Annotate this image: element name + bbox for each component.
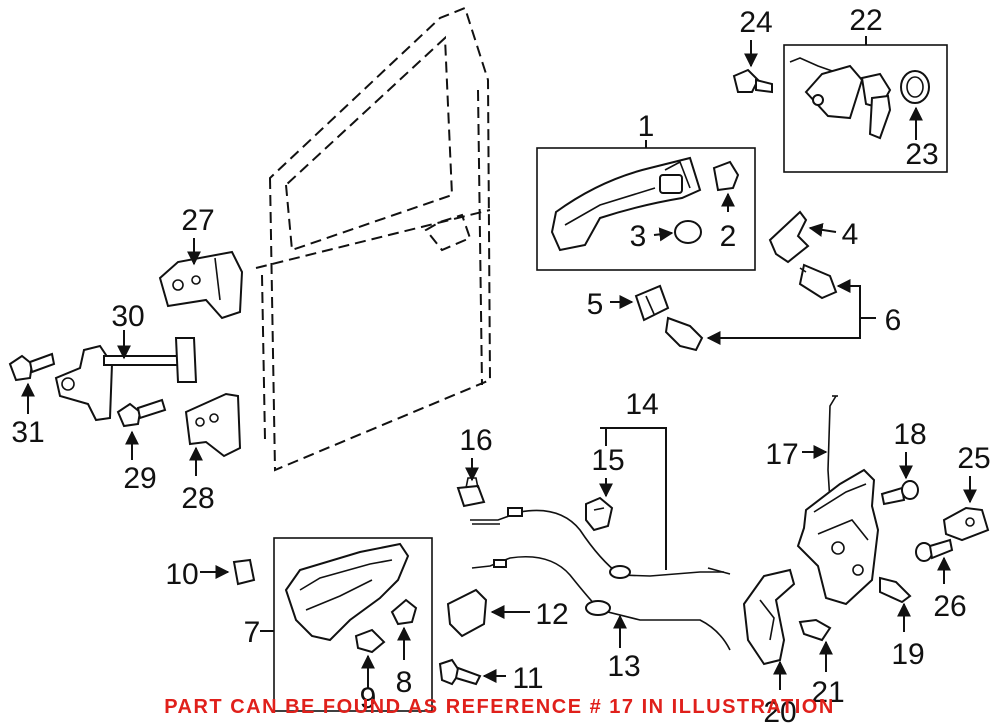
upper-hinge-part-27 (158, 250, 244, 320)
callout-13: 13 (607, 650, 640, 683)
cover-part-12 (446, 588, 488, 638)
callout-17: 17 (765, 438, 798, 471)
screw-part-19 (879, 576, 912, 604)
bolt-part-29 (116, 398, 167, 428)
callout-21: 21 (811, 676, 844, 709)
bolt-part-18 (880, 480, 919, 506)
callout-29: 29 (123, 462, 156, 495)
callout-7: 7 (244, 616, 261, 649)
clip-part-5 (634, 284, 670, 322)
bolt-part-24 (732, 68, 773, 94)
callout-8: 8 (396, 666, 413, 699)
callout-22: 22 (849, 4, 882, 37)
clip-part-16 (456, 477, 486, 508)
callout-26: 26 (933, 590, 966, 623)
clip-part-9 (354, 628, 386, 654)
callout-28: 28 (181, 482, 214, 515)
callout-30: 30 (111, 300, 144, 333)
cap-part-3 (674, 220, 702, 244)
handle-clip-part-2 (712, 160, 740, 192)
callout-18: 18 (893, 418, 926, 451)
callout-25: 25 (957, 442, 990, 475)
callout-3: 3 (630, 220, 647, 253)
callout-10: 10 (165, 558, 198, 591)
bolt-part-31 (8, 352, 56, 382)
inside-door-handle (284, 542, 410, 642)
callout-5: 5 (587, 288, 604, 321)
bolt-part-6-lower (664, 316, 704, 352)
callout-27: 27 (181, 204, 214, 237)
callout-23: 23 (905, 138, 938, 171)
part-7-box (273, 537, 433, 712)
callout-1: 1 (638, 110, 655, 143)
striker-part-25 (942, 506, 990, 542)
door-checker-part-30 (54, 337, 198, 422)
cable-part-13 (471, 555, 731, 651)
callout-14: 14 (625, 388, 658, 421)
outside-handle-group (536, 147, 756, 271)
callout-2: 2 (720, 220, 737, 253)
clip-part-8 (390, 598, 418, 626)
inside-handle-group (273, 537, 433, 712)
screw-part-26 (915, 538, 954, 562)
reference-note: PART CAN BE FOUND AS REFERENCE # 17 IN I… (164, 696, 835, 718)
guard-part-20 (742, 568, 796, 666)
cylinder-gasket-part-23 (900, 70, 930, 104)
outside-door-handle (550, 156, 702, 252)
clip-part-15 (585, 496, 614, 532)
callout-6: 6 (885, 304, 902, 337)
bracket-part-4 (768, 210, 810, 264)
bolt-part-6-upper (798, 263, 838, 300)
cable-part-14 (470, 507, 731, 579)
callout-31: 31 (11, 416, 44, 449)
callout-4: 4 (842, 218, 859, 251)
screw-part-21 (798, 618, 832, 642)
callout-20: 20 (763, 696, 796, 727)
callout-numbers: 1 2 3 4 5 6 7 8 9 10 11 12 13 14 15 16 1… (11, 4, 990, 727)
callout-12: 12 (535, 598, 568, 631)
callout-11: 11 (512, 662, 543, 695)
callout-16: 16 (459, 424, 492, 457)
screw-part-11 (438, 658, 482, 686)
callout-19: 19 (891, 638, 924, 671)
lock-cylinder-with-keys (789, 57, 892, 140)
door-outline (255, 6, 492, 472)
lock-cylinder-group (783, 44, 948, 173)
callout-9: 9 (360, 682, 377, 715)
callout-15: 15 (591, 444, 624, 477)
leader-lines (21, 36, 977, 690)
door-latch-part-17 (796, 395, 880, 606)
callout-24: 24 (739, 6, 772, 39)
lower-hinge-part-28 (184, 392, 242, 458)
clip-part-10 (232, 558, 256, 586)
